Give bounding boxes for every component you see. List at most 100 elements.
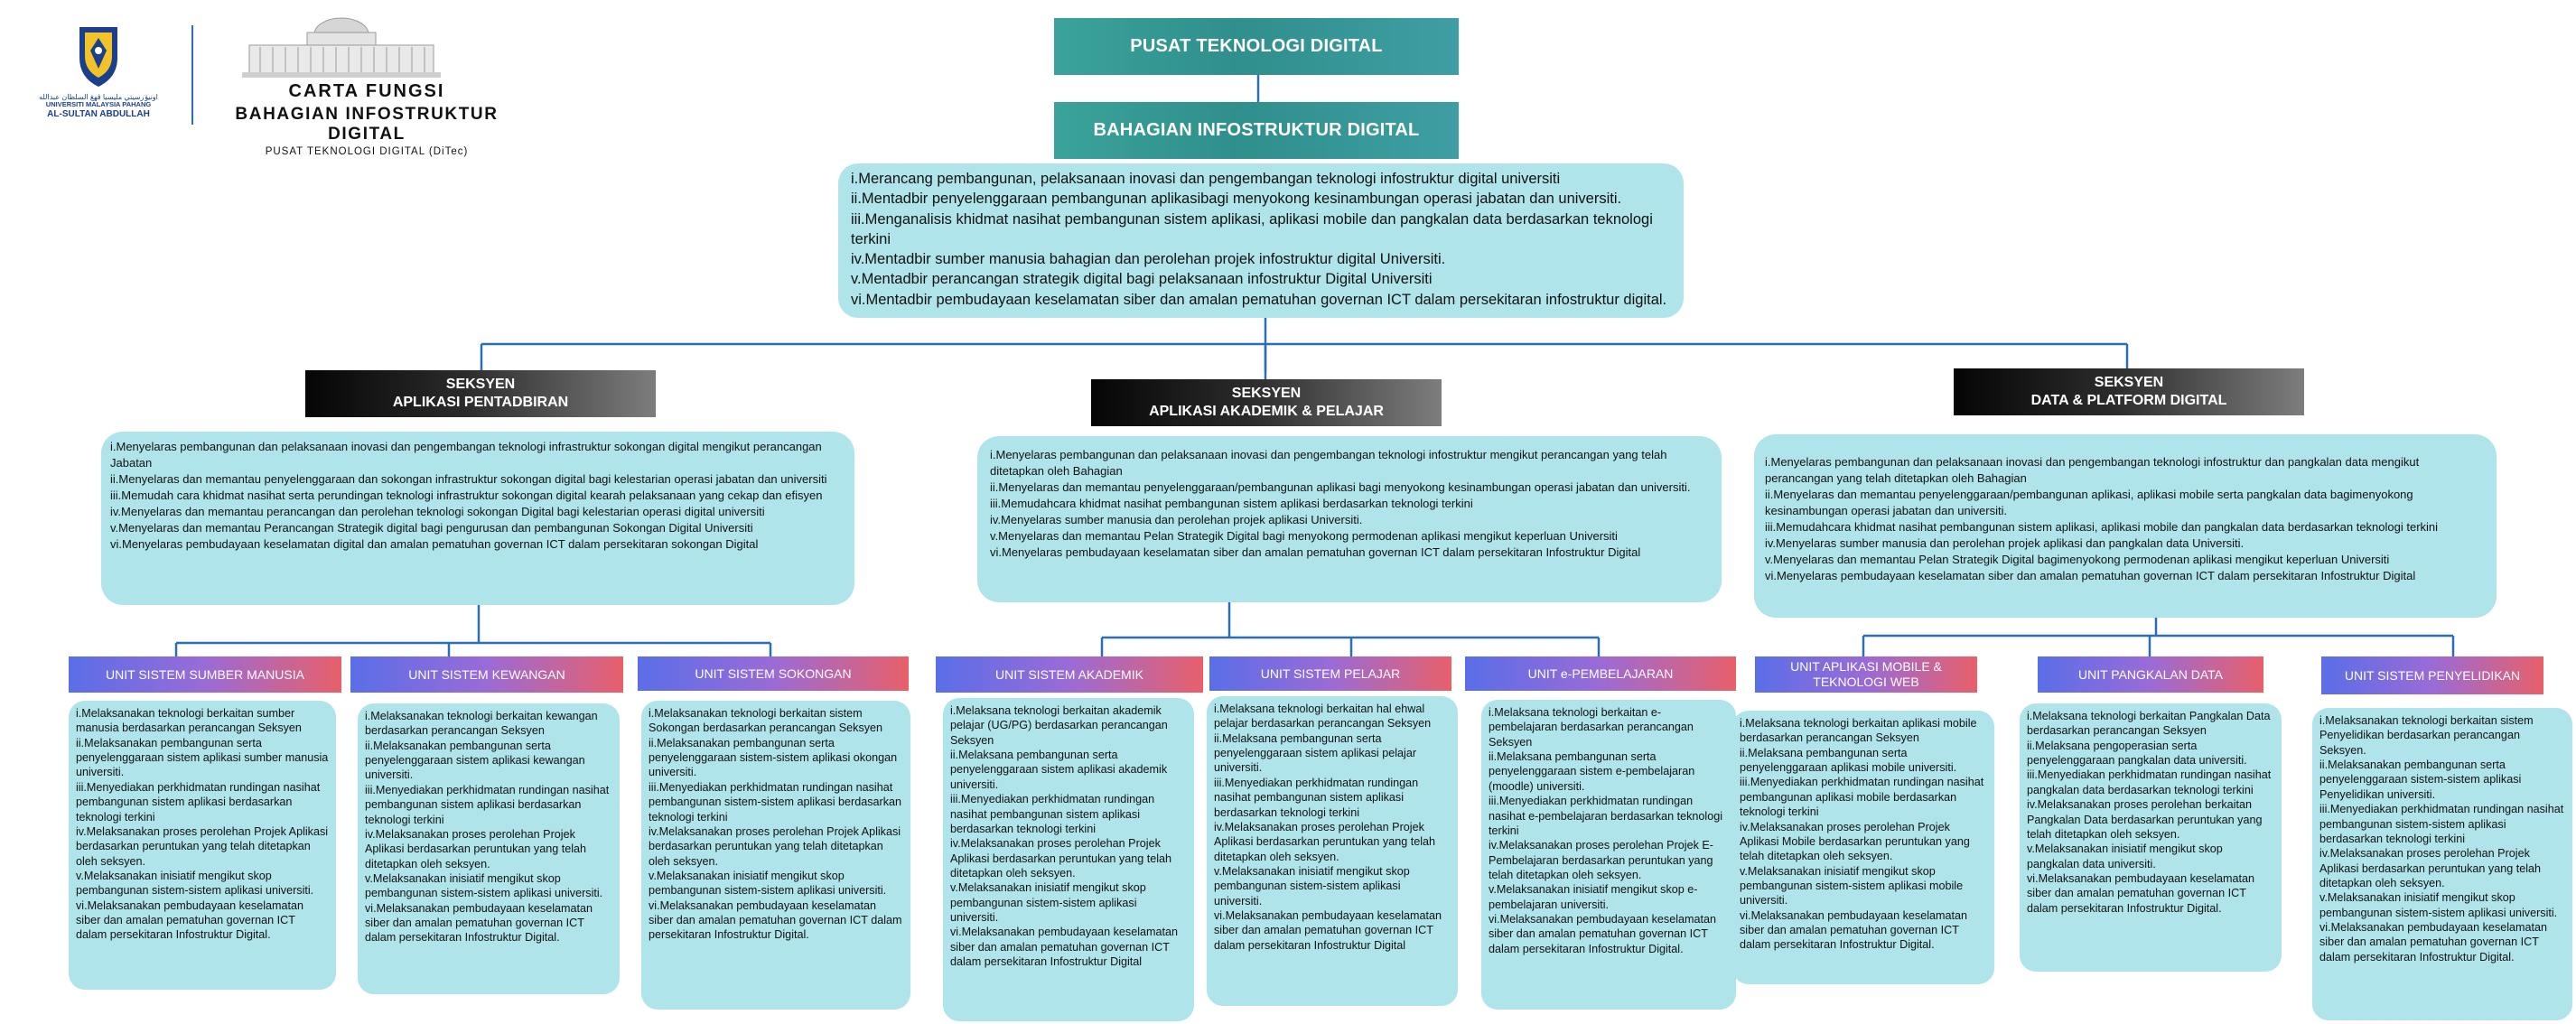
unit-function-item: iv.Melaksanakan proses perolehan Projek … [365,827,587,870]
unit-functions-sokongan: i.Melaksanakan teknologi berkaitan siste… [641,701,910,1010]
division-label: BAHAGIAN INFOSTRUKTUR DIGITAL [1093,120,1420,140]
unit-function-item: vi.Melaksanakan pembudayaan keselamatan … [1489,913,1717,955]
unit-function-item: ii.Melaksana pengoperasian serta penyele… [2027,739,2247,768]
section-function-item: iii.Memudahcara khidmat nasihat pembangu… [990,496,1473,510]
unit-function-item: v.Melaksanakan inisiatif mengikut skop p… [2319,891,2558,919]
unit-function-item: iii.Menyediakan perkhidmatan rundingan n… [365,783,610,826]
unit-header-sokongan: UNIT SISTEM SOKONGAN [638,656,909,691]
unit-function-item: vi.Melaksanakan pembudayaan keselamatan … [76,898,304,942]
unit-function-item: iii.Menyediakan perkhidmatan rundingan n… [2319,803,2564,845]
unit-function-item: ii.Melaksana pembangunan serta penyeleng… [1489,750,1695,793]
section-function-item: v.Menyelaras dan memantau Pelan Strategi… [1765,552,2390,566]
university-logo: اونيۏرسيتي مليسيا ڤهڠ السلطان عبدالله UN… [27,23,170,123]
unit-function-item: v.Melaksanakan inisiatif mengikut skop p… [2027,842,2223,870]
division-function-item: i.Merancang pembangunan, pelaksanaan ino… [851,171,1561,187]
unit-function-item: iv.Melaksanakan proses perolehan Projek … [1740,820,1970,863]
unit-function-item: vi.Melaksanakan pembudayaan keselamatan … [2027,871,2255,915]
unit-function-item: v.Melaksanakan inisiatif mengikut skop p… [1214,864,1410,908]
section-function-item: iii.Memudahcara khidmat nasihat pembangu… [1765,519,2439,534]
section-function-item: v.Menyelaras dan memantau Pelan Strategi… [990,528,1618,543]
section-label-prefix: SEKSYEN [445,377,516,392]
unit-label: UNIT PANGKALAN DATA [2078,666,2223,682]
unit-function-item: ii.Melaksanakan pembangunan serta penyel… [649,736,898,779]
unit-functions-e-pembelajaran: i.Melaksana teknologi berkaitan e-pembel… [1481,700,1736,1010]
chart-organization: PUSAT TEKNOLOGI DIGITAL (DiTec) [265,146,469,157]
unit-label: UNIT APLIKASI MOBILE & TEKNOLOGI WEB [1790,659,1942,689]
unit-header-pelajar: UNIT SISTEM PELAJAR [1209,656,1451,691]
unit-function-item: iv.Melaksanakan proses perolehan Projek … [1489,839,1713,881]
section-label-prefix: SEKSYEN [2094,375,2164,390]
logo-uni-line2: AL-SULTAN ABDULLAH [47,108,150,119]
unit-function-item: v.Melaksanakan inisiatif mengikut skop p… [365,871,603,900]
section-header-akademik: SEKSYEN APLIKASI AKADEMIK & PELAJAR [1091,379,1442,426]
unit-function-item: iii.Menyediakan perkhidmatan rundingan n… [950,793,1155,835]
section-label-prefix: SEKSYEN [1231,386,1302,401]
unit-function-item: vi.Melaksanakan pembudayaan keselamatan … [365,901,593,945]
section-function-item: vi.Menyelaras pembudayaan keselamatan si… [1765,568,2416,582]
unit-function-item: i.Melaksana teknologi berkaitan Pangkala… [2027,710,2271,738]
section-function-item: ii.Menyelaras dan memantau penyelenggara… [110,471,827,486]
section-function-item: ii.Menyelaras dan memantau penyelenggara… [990,479,1691,494]
unit-function-item: vi.Melaksanakan pembudayaan keselamatan … [2319,921,2548,963]
unit-function-item: iii.Menyediakan perkhidmatan rundingan n… [76,780,321,824]
division-function-item: v.Mentadbir perancangan strategik digita… [851,271,1433,288]
section-functions-data-platform: i.Menyelaras pembangunan dan pelaksanaan… [1754,434,2497,618]
unit-function-item: i.Melaksana teknologi berkaitan hal ehwa… [1214,703,1432,731]
unit-label: UNIT SISTEM PENYELIDIKAN [2344,667,2521,683]
unit-function-item: vi.Melaksanakan pembudayaan keselamatan … [649,898,902,942]
section-function-item: iv.Menyelaras dan memantau perancangan d… [110,504,765,518]
division-box: BAHAGIAN INFOSTRUKTUR DIGITAL [1054,102,1459,159]
unit-function-item: iv.Melaksanakan proses perolehan Projek … [950,837,1172,880]
header-divider [191,25,193,125]
unit-header-penyelidikan: UNIT SISTEM PENYELIDIKAN [2321,656,2543,694]
section-function-item: vi.Menyelaras pembudayaan keselamatan si… [990,545,1641,559]
section-function-item: i.Menyelaras pembangunan dan pelaksanaan… [990,448,1667,478]
unit-function-item: iv.Melaksanakan proses perolehan Projek … [649,824,901,868]
unit-label: UNIT SISTEM SOKONGAN [695,666,852,681]
section-function-item: iv.Menyelaras sumber manusia dan peroleh… [1765,535,2245,550]
unit-functions-kewangan: i.Melaksanakan teknologi berkaitan kewan… [358,703,620,994]
unit-function-item: ii.Melaksana pembangunan serta penyeleng… [1740,746,1957,775]
unit-function-item: v.Melaksanakan inisiatif mengikut skop p… [76,869,314,898]
unit-function-item: iii.Menyediakan perkhidmatan rundingan n… [2027,768,2272,796]
section-function-item: vi.Menyelaras pembudayaan keselamatan di… [110,536,759,551]
unit-function-item: i.Melaksana teknologi berkaitan aplikasi… [1740,717,1977,745]
division-function-item: iii.Menganalisis khidmat nasihat pembang… [851,210,1653,247]
unit-functions-pelajar: i.Melaksana teknologi berkaitan hal ehwa… [1207,696,1458,1006]
chart-title: CARTA FUNGSI [288,81,445,101]
section-function-item: v.Menyelaras dan memantau Perancangan St… [110,520,753,535]
unit-functions-pangkalan-data: i.Melaksana teknologi berkaitan Pangkala… [2020,703,2282,972]
unit-function-item: v.Melaksanakan inisiatif mengikut skop e… [1489,883,1698,911]
unit-functions-akademik: i.Melaksana teknologi berkaitan akademik… [943,698,1194,1021]
division-function-item: ii.Mentadbir penyelenggaraan pembangunan… [851,191,1622,208]
unit-function-item: i.Melaksanakan teknologi berkaitan siste… [649,707,883,735]
logo-uni-line1: UNIVERSITI MALAYSIA PAHANG [45,100,152,109]
unit-label: UNIT SISTEM KEWANGAN [408,666,565,682]
unit-function-item: iii.Menyediakan perkhidmatan rundingan n… [1214,776,1419,819]
unit-label: UNIT SISTEM AKADEMIK [995,666,1143,682]
unit-functions-sumber-manusia: i.Melaksanakan teknologi berkaitan sumbe… [69,701,336,990]
unit-function-item: iv.Melaksanakan proses perolehan Projek … [2319,847,2542,889]
unit-function-item: iv.Melaksanakan proses perolehan berkait… [2027,798,2263,841]
unit-function-item: ii.Melaksana pembangunan serta penyeleng… [950,749,1168,791]
division-function-item: vi.Mentadbir pembudayaan keselamatan sib… [851,291,1667,308]
section-functions-pentadbiran: i.Menyelaras pembangunan dan pelaksanaan… [101,432,854,605]
division-function-item: iv.Mentadbir sumber manusia bahagian dan… [851,251,1446,268]
unit-function-item: i.Melaksanakan teknologi berkaitan sumbe… [76,707,302,735]
unit-function-item: v.Melaksanakan inisiatif mengikut skop p… [1740,864,1964,908]
unit-header-sumber-manusia: UNIT SISTEM SUMBER MANUSIA [69,656,341,693]
unit-function-item: ii.Melaksanakan pembangunan serta penyel… [76,736,329,779]
unit-functions-penyelidikan: i.Melaksanakan teknologi berkaitan siste… [2312,708,2572,1020]
unit-function-item: iv.Melaksanakan proses perolehan Projek … [76,824,329,868]
unit-function-item: v.Melaksanakan inisiatif mengikut skop p… [950,881,1146,925]
unit-function-item: i.Melaksana teknologi berkaitan e-pembel… [1489,706,1694,749]
unit-function-item: iii.Menyediakan perkhidmatan rundingan n… [1740,776,1984,819]
section-function-item: iii.Memudah cara khidmat nasihat serta p… [110,488,823,502]
center-label: PUSAT TEKNOLOGI DIGITAL [1130,36,1383,56]
unit-label: UNIT SISTEM PELAJAR [1260,666,1401,681]
unit-header-akademik: UNIT SISTEM AKADEMIK [936,656,1203,693]
section-header-data-platform: SEKSYEN DATA & PLATFORM DIGITAL [1954,368,2304,415]
section-label-name: APLIKASI PENTADBIRAN [392,395,569,410]
center-box: PUSAT TEKNOLOGI DIGITAL [1054,18,1459,75]
